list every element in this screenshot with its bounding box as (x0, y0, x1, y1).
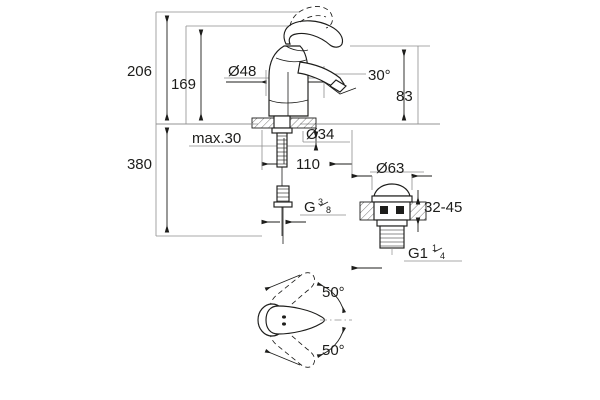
dimension-value-380: 380 (127, 156, 152, 173)
dimension-drain-cap-dia: Ø63 (351, 160, 432, 190)
dimension-value-dia48: Ø48 (228, 63, 256, 80)
dimension-overall-height: 206 (127, 15, 170, 121)
mounting-shank (271, 115, 293, 236)
shank-thread-hatch (277, 135, 287, 165)
drain-tailpiece-thread (380, 229, 404, 247)
swivel-angle-upper: 50° (264, 274, 347, 314)
dimension-value-max30: max.30 (192, 130, 241, 147)
dimension-value-dia34: Ø34 (306, 126, 334, 143)
faucet-body-outline (268, 6, 347, 117)
thread-letter-g114: G1 (408, 245, 428, 262)
dimension-value-dia63: Ø63 (376, 160, 404, 177)
dimension-value-swivel-lower: 50° (322, 342, 345, 359)
label-drain-thread: G1 1 4 (351, 243, 462, 271)
dimension-spout-height: 169 (171, 29, 204, 121)
swivel-angle-lower: 50° (264, 326, 347, 366)
thread-denominator-g38: 8 (326, 205, 331, 215)
thread-numerator-g38: 3 (318, 197, 323, 207)
dimension-value-110: 110 (296, 156, 320, 173)
front-elevation-view: 206 380 169 Ø48 (127, 6, 440, 237)
top-view-swivel-range: 50° 50° (257, 272, 352, 368)
label-supply-thread: G 3 8 (304, 197, 331, 216)
dimension-value-169: 169 (171, 76, 196, 93)
dimension-spout-projection: 83 (350, 45, 430, 121)
dimension-value-83: 83 (396, 88, 413, 105)
dimension-deck-thickness: max.30 (189, 130, 319, 151)
hose-nipple-thread (277, 188, 289, 202)
dimension-base-dia: Ø34 (302, 126, 350, 143)
thread-letter-g38: G (304, 199, 316, 216)
dimension-value-32-45: 32-45 (424, 199, 462, 216)
dimension-value-30deg: 30° (368, 67, 391, 84)
dimension-drain-deck-range: 32-45 (415, 190, 462, 232)
basin-deck (156, 117, 440, 129)
drain-assembly-detail: Ø63 (351, 160, 462, 271)
dimension-value-swivel-upper: 50° (322, 284, 345, 301)
spout-top-view (257, 303, 326, 337)
dimension-below-deck: 380 (127, 127, 170, 233)
dimension-value-206: 206 (127, 63, 152, 80)
supply-hose-detail: G 3 8 (261, 185, 346, 244)
thread-numerator-g114: 1 (432, 243, 437, 253)
thread-denominator-g114: 4 (440, 251, 445, 261)
